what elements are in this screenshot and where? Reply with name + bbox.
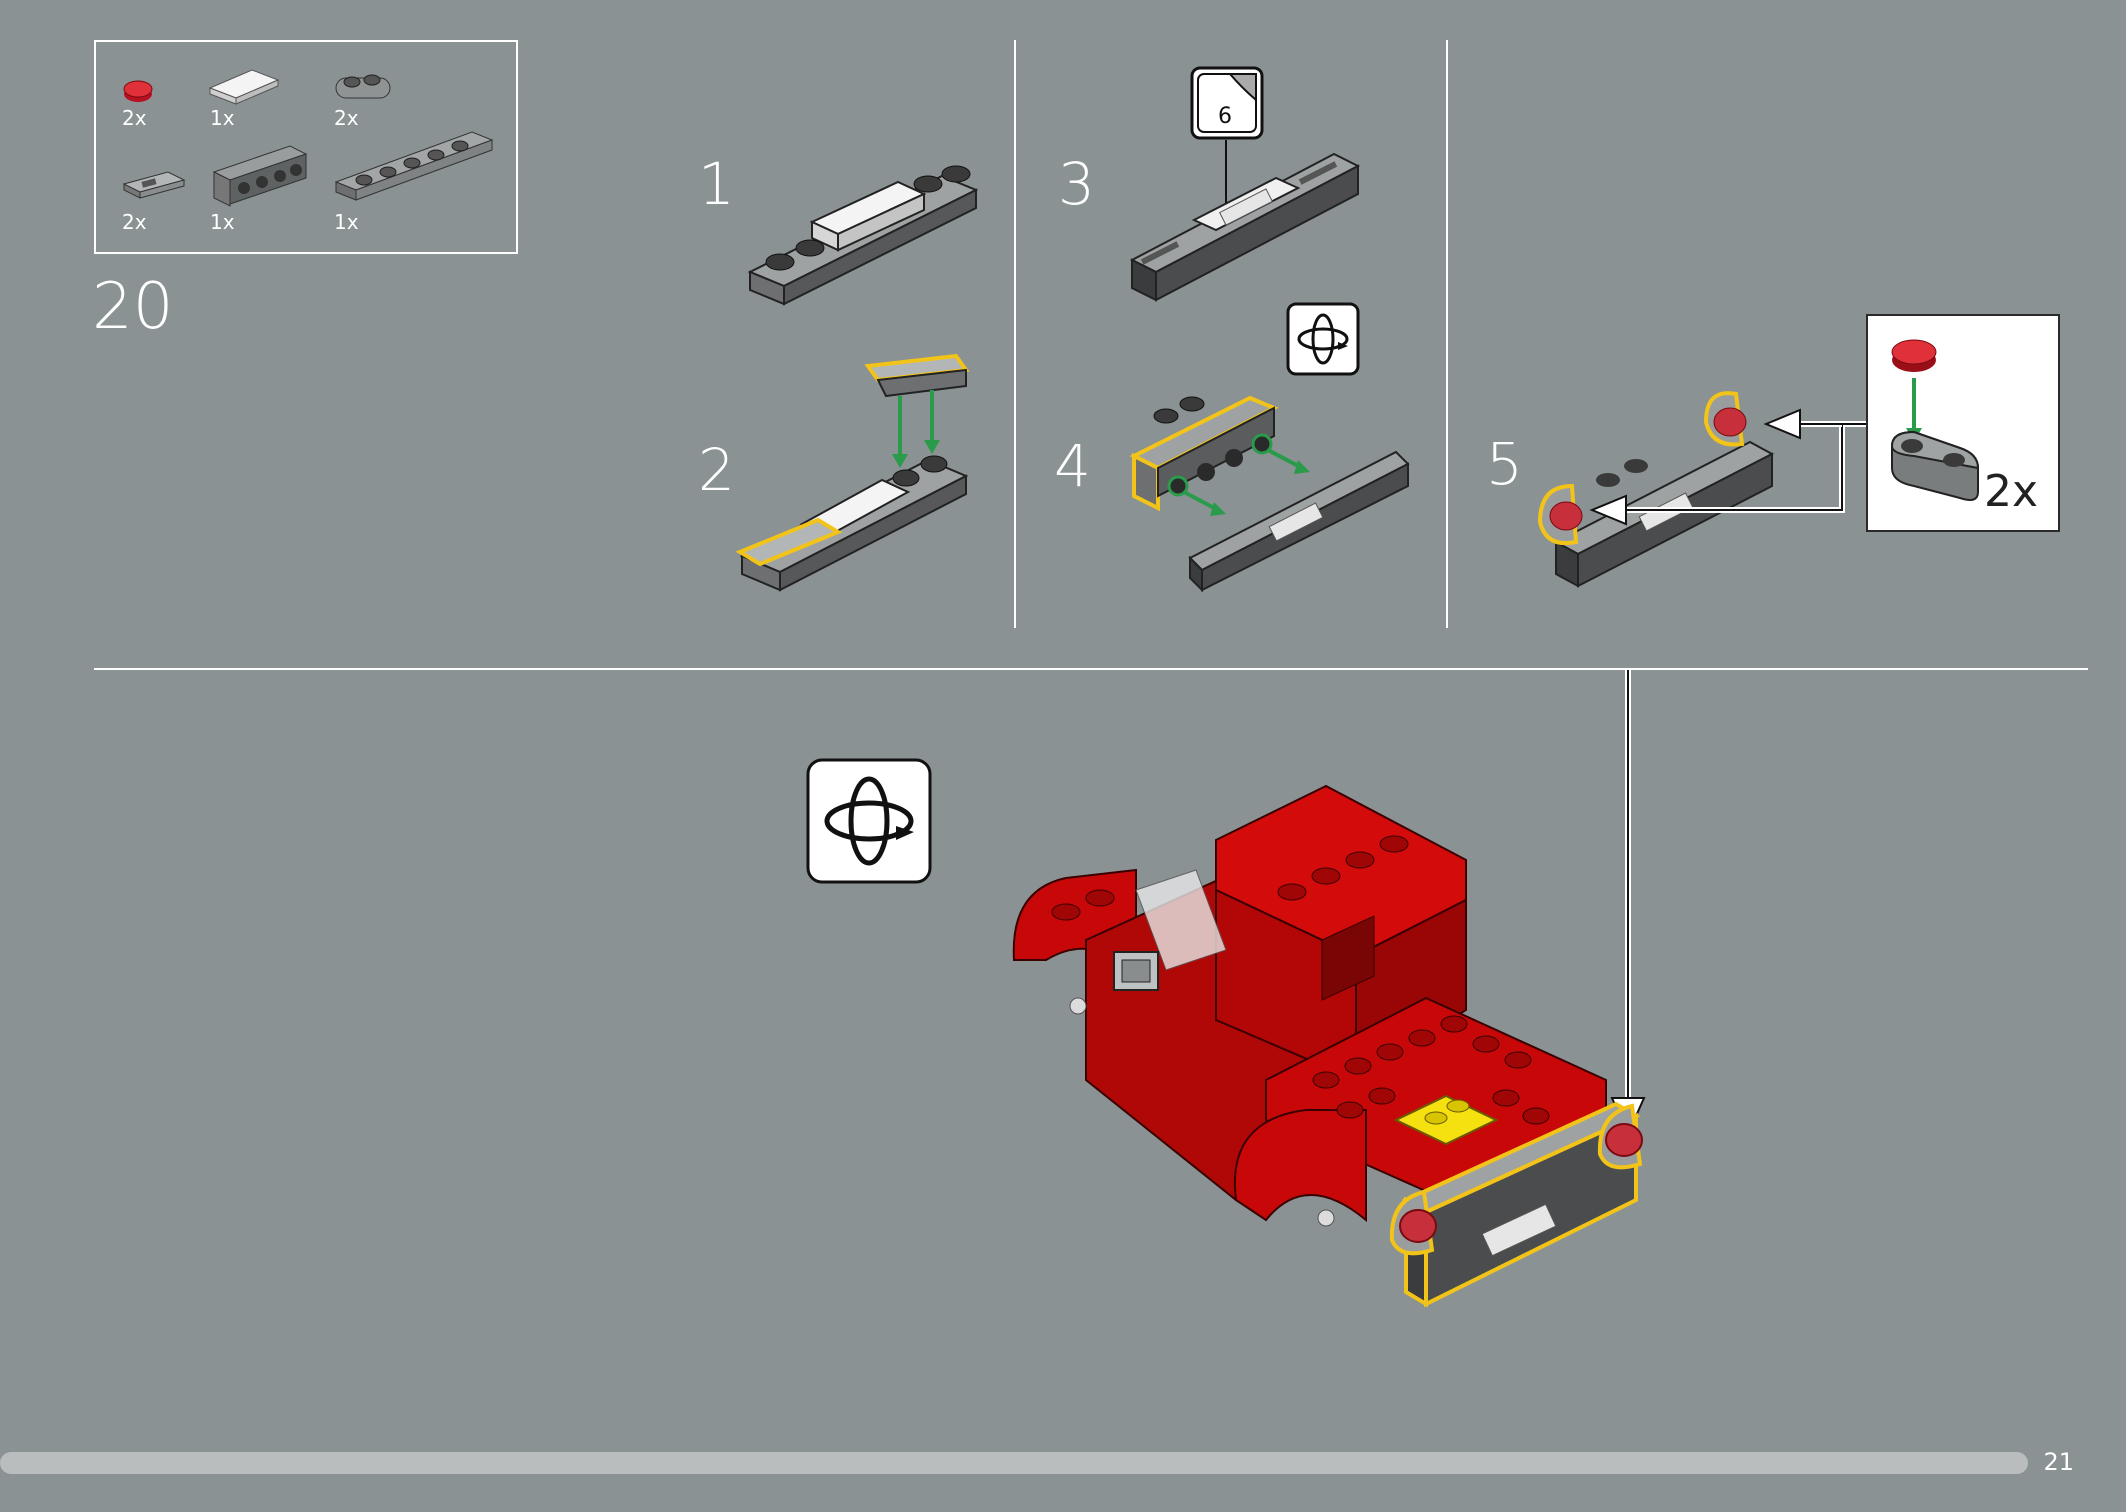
gray-long-plate-icon <box>334 131 494 201</box>
rotate-model-icon[interactable] <box>1286 302 1360 376</box>
gray-grille-tile-icon <box>122 171 186 199</box>
substep-5-assembly <box>1537 391 1775 588</box>
part-qty: 2x <box>122 210 147 234</box>
section-divider <box>94 668 2088 670</box>
substep-label: 3 <box>1058 150 1095 218</box>
substep-2-assembly <box>735 353 970 592</box>
substep-3-assembly <box>1129 152 1361 302</box>
substep-label: 1 <box>698 150 735 218</box>
part-qty: 1x <box>210 106 235 130</box>
sticker-icon <box>1190 66 1264 140</box>
part-qty: 1x <box>334 210 359 234</box>
panel-divider <box>1014 40 1016 628</box>
callout-quantity: 2x <box>1984 466 2039 517</box>
callout-assembly <box>1890 339 1980 501</box>
substep-label: 5 <box>1486 430 1523 498</box>
callout-arrows <box>1589 408 1866 526</box>
rotate-model-icon[interactable] <box>806 758 934 886</box>
part-qty: 2x <box>122 106 147 130</box>
gray-jumper-plate-icon <box>335 74 391 99</box>
main-model-car <box>1012 784 1643 1308</box>
parts-list <box>94 40 518 254</box>
progress-bar <box>0 1452 2028 1474</box>
red-round-tile-icon <box>123 80 153 102</box>
part-qty: 1x <box>210 210 235 234</box>
part-qty: 2x <box>334 106 359 130</box>
white-tile-icon <box>208 69 280 105</box>
panel-divider <box>1446 40 1448 628</box>
sticker-number: 6 <box>1218 104 1232 129</box>
substep-1-assembly <box>747 165 979 306</box>
substep-label: 4 <box>1054 432 1091 500</box>
sticker-leader-line <box>1225 140 1227 204</box>
step-number: 20 <box>92 270 174 344</box>
substep-4-assembly <box>1129 395 1410 593</box>
page-number: 21 <box>2043 1448 2074 1476</box>
gray-bracket-plate-icon <box>212 145 308 207</box>
substep-label: 2 <box>698 436 735 504</box>
